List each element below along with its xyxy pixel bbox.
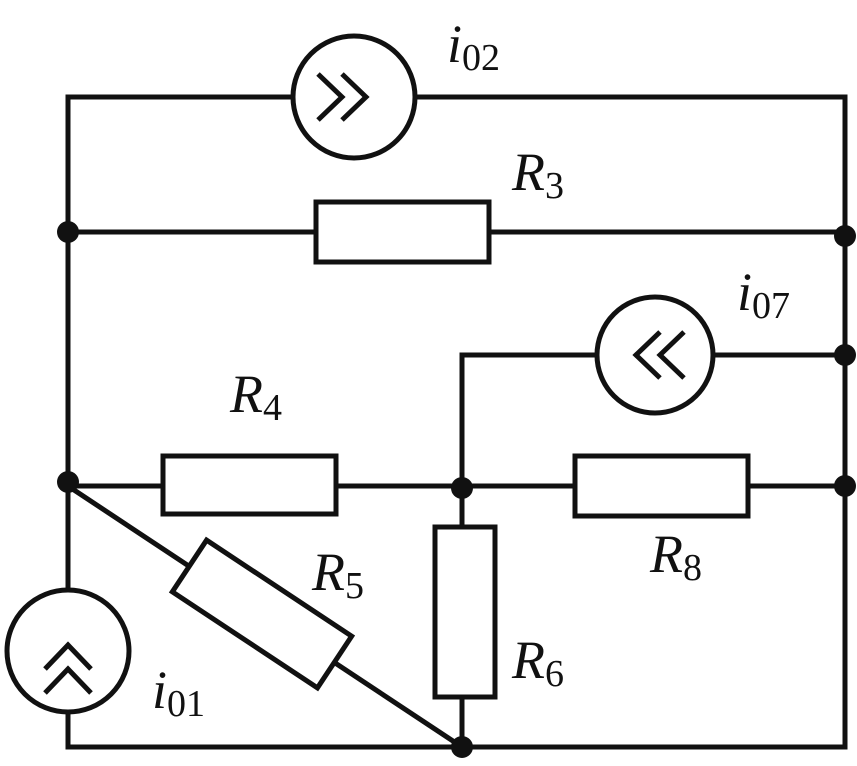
current-source-i07 [594,294,716,416]
arrow-left-icon [656,330,686,380]
label-i07: i07 [737,262,790,327]
resistor-r3 [313,199,492,265]
label-r6: R6 [511,630,564,695]
arrow-up-icon [43,665,93,695]
label-r3: R3 [511,142,564,207]
arrow-right-icon [340,72,370,122]
junction-node [57,471,79,493]
junction-node [834,225,856,247]
junction-node [57,221,79,243]
arrow-up-icon [43,641,93,671]
wire-i07-branch [459,352,848,489]
junction-nodes [57,221,856,758]
label-i02: i02 [447,14,500,79]
wire-left [65,94,848,750]
current-source-i02 [290,33,418,161]
label-r5: R5 [311,542,364,607]
resistor-r4 [160,453,339,517]
junction-node [451,736,473,758]
label-r8: R8 [649,524,702,589]
resistor-r5 [168,536,356,692]
arrow-right-icon [316,72,346,122]
junction-node [451,477,473,499]
resistor-r8 [572,453,751,519]
junction-node [834,475,856,497]
current-source-i01 [4,587,132,715]
label-i01: i01 [152,660,205,725]
label-r4: R4 [229,364,282,429]
resistor-r6 [432,524,498,700]
arrow-left-icon [632,330,662,380]
junction-node [834,344,856,366]
